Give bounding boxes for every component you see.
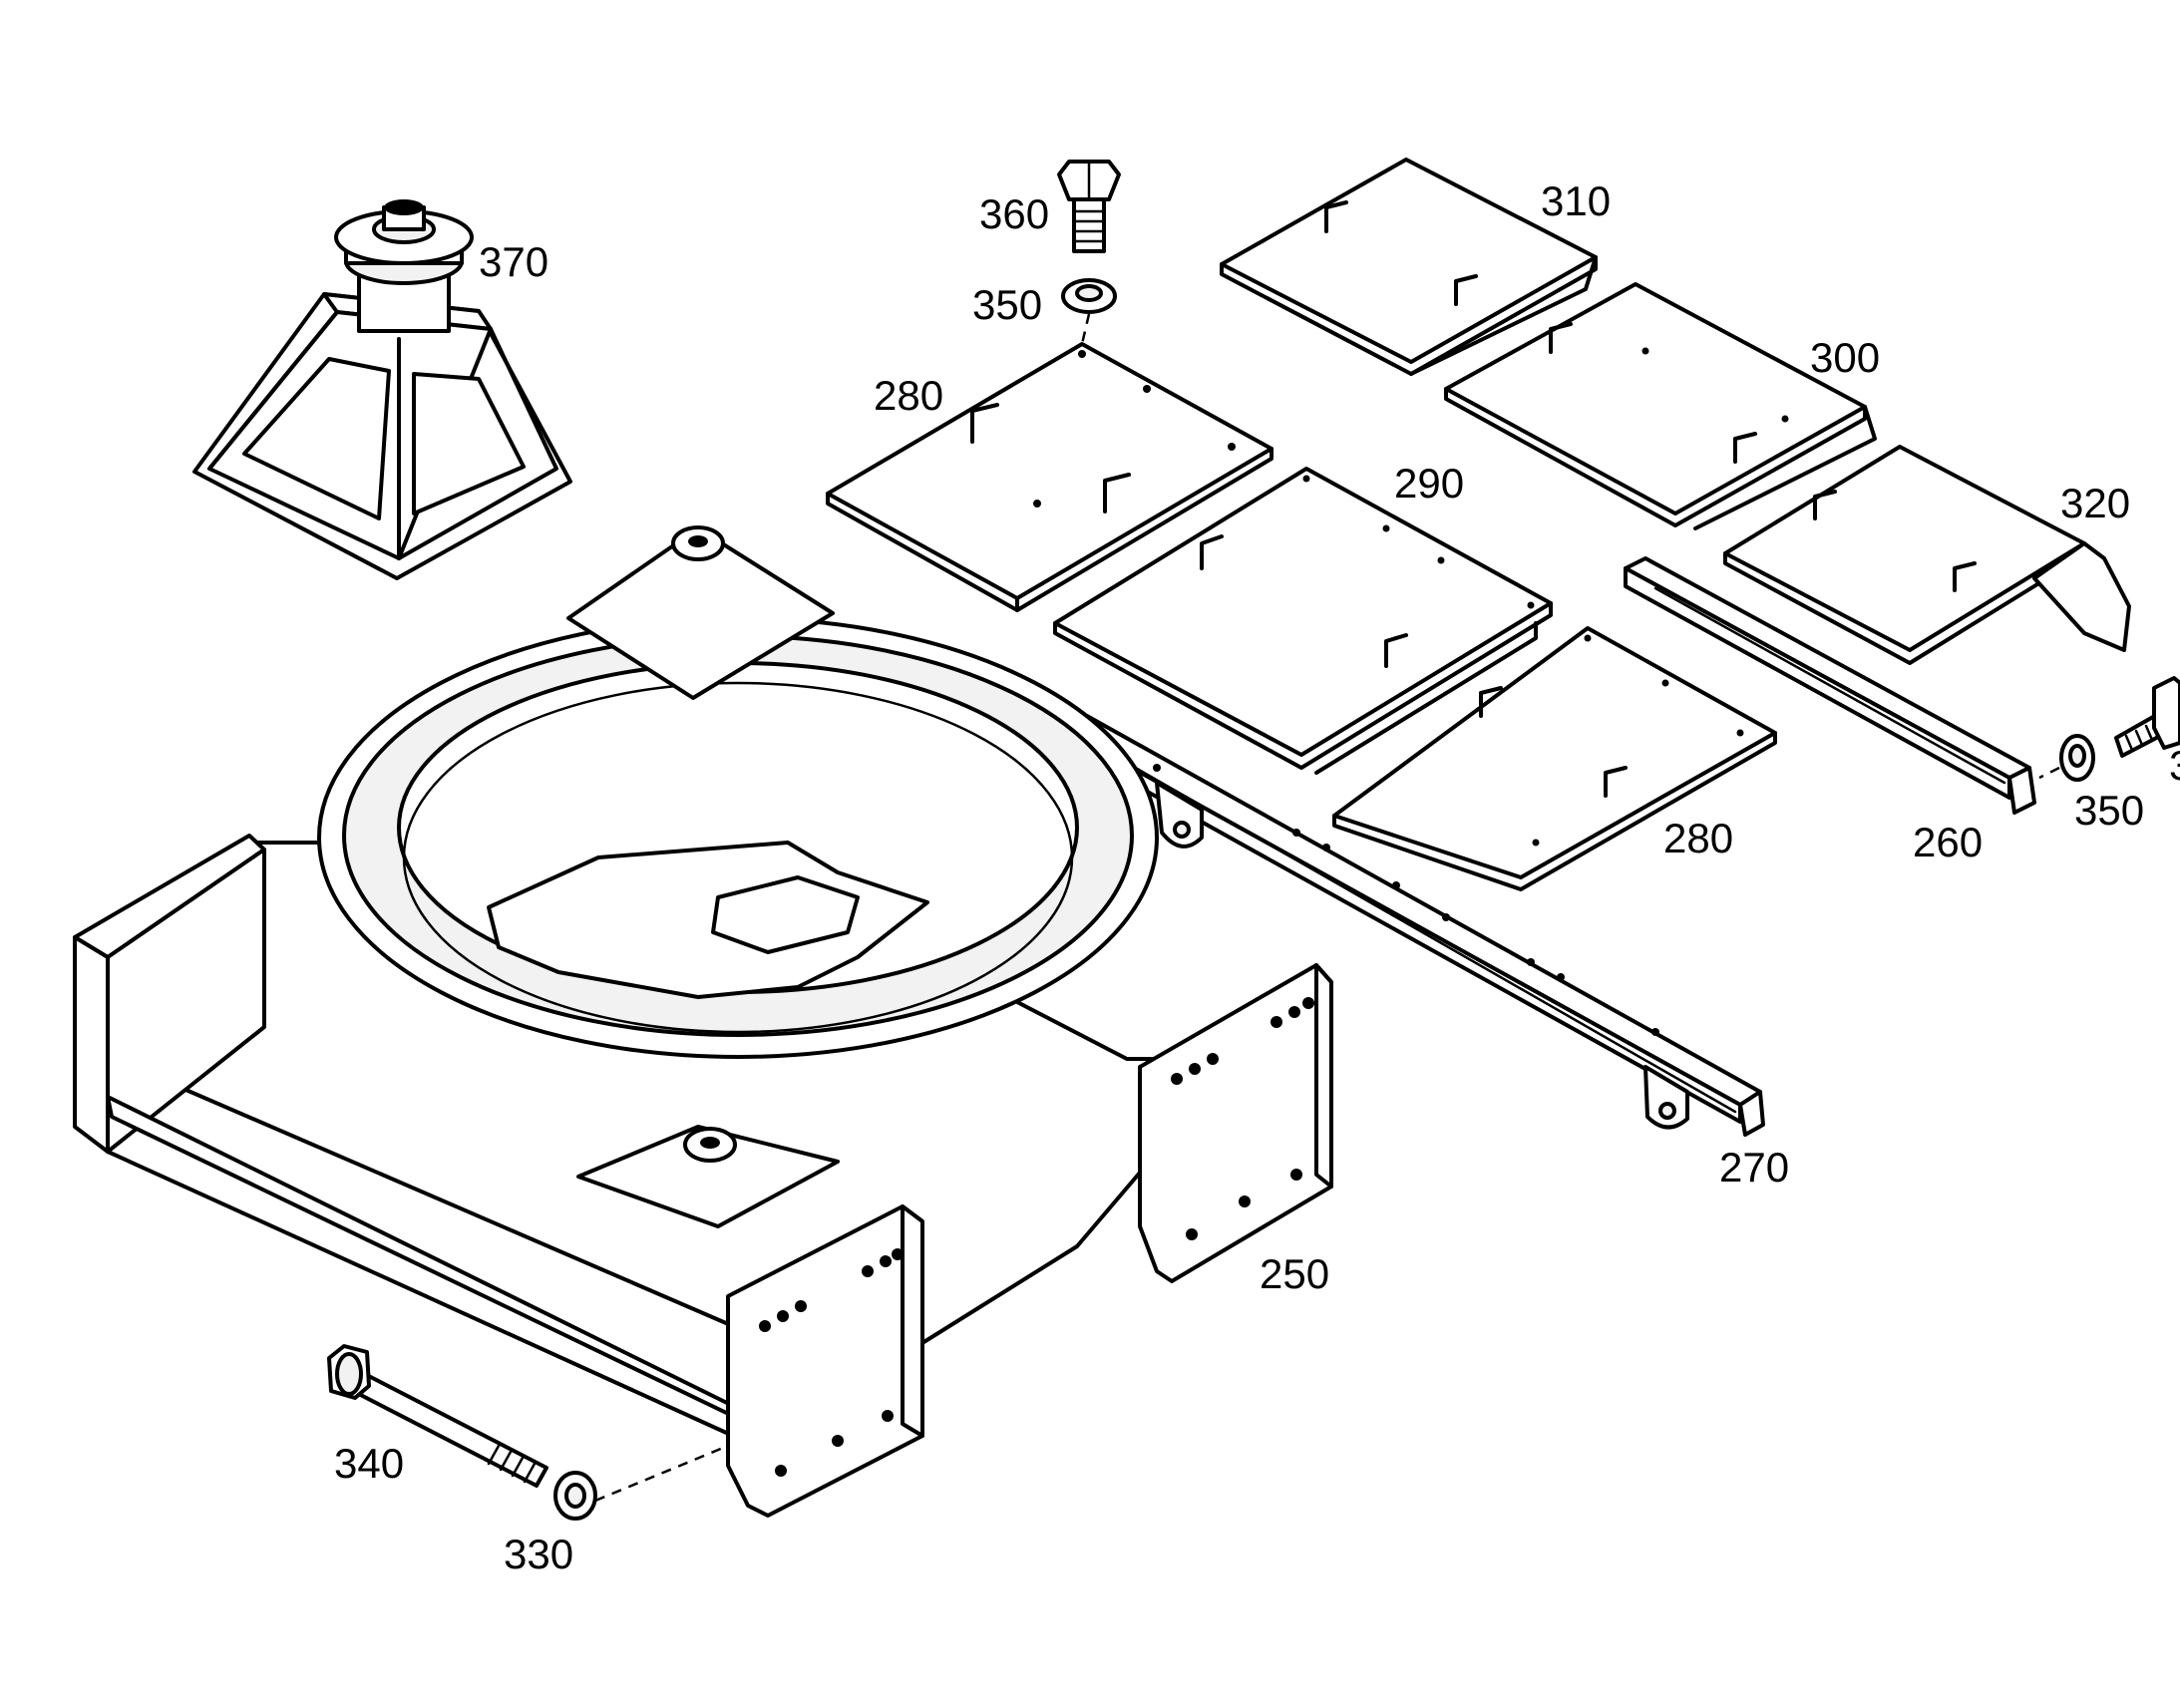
part-350-washer-right[interactable] [2059, 734, 2095, 782]
part-350-washer-top[interactable] [1061, 278, 1117, 314]
callout-280-top: 280 [874, 372, 943, 419]
callout-310: 310 [1541, 177, 1611, 224]
leader-330-to-frame [594, 1444, 729, 1503]
callout-330: 330 [504, 1531, 573, 1577]
leader-350-right [2038, 766, 2060, 780]
part-270-rail[interactable] [1063, 714, 1765, 1137]
part-360-bolt[interactable] [1057, 160, 1121, 253]
callout-370: 370 [479, 238, 548, 285]
part-250-main-frame[interactable] [73, 525, 1333, 1518]
callout-290: 290 [1394, 460, 1464, 507]
callout-250: 250 [1260, 1250, 1329, 1297]
callout-320: 320 [2060, 480, 2130, 526]
callout-360: 360 [979, 190, 1049, 237]
part-280-plate-bottom[interactable] [1332, 626, 1777, 891]
part-290-plate[interactable] [1053, 467, 1553, 775]
callout-340: 340 [334, 1440, 404, 1487]
part-340-bolt[interactable] [327, 1344, 548, 1488]
part-right-edge-bolt[interactable] [2114, 676, 2180, 758]
part-300-plate[interactable] [1444, 282, 1877, 530]
callout-270: 270 [1719, 1144, 1789, 1191]
callout-300: 300 [1810, 334, 1880, 381]
callout-3-right-edge: 3 [2169, 742, 2180, 789]
callout-350-right: 350 [2074, 787, 2144, 834]
callout-280-bottom: 280 [1663, 815, 1733, 861]
part-310-plate[interactable] [1220, 158, 1598, 376]
part-260-rail[interactable] [1624, 556, 2036, 815]
part-370-pedestal[interactable] [192, 199, 572, 580]
callout-350-top: 350 [972, 281, 1042, 328]
callout-260: 260 [1913, 819, 1983, 865]
part-280-plate-top[interactable] [826, 342, 1273, 612]
part-330-washer[interactable] [553, 1471, 597, 1521]
part-320-plate[interactable] [1723, 445, 2131, 665]
leader-350-to-280 [1080, 313, 1091, 345]
